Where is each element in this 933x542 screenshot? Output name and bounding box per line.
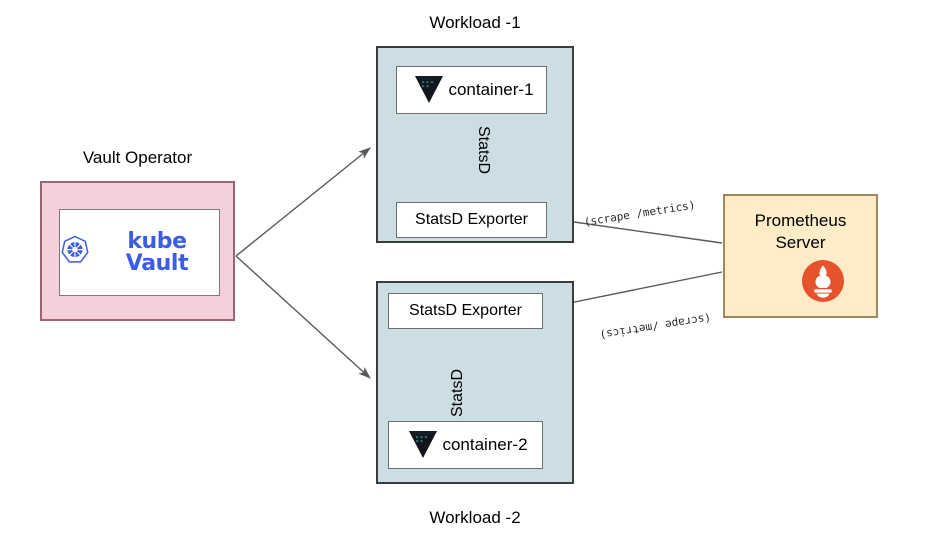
edge-prometheus-scrape-workload-2 [548, 271, 723, 310]
prometheus-server-title: Prometheus Server [725, 210, 876, 254]
workload-1-caption: Workload -1 [429, 13, 521, 32]
container-2-box[interactable]: container-2 [388, 421, 543, 469]
edge-operator-to-workload-1 [235, 147, 371, 257]
vault-operator-logo-panel: kube Vault [59, 209, 220, 296]
edge-prometheus-scrape-workload-1 [551, 216, 723, 244]
prometheus-torch-icon [801, 259, 845, 308]
statsd-flow-label-2: StatsD [449, 368, 466, 417]
scrape-metrics-label-bottom: (scrape /metrics) [598, 311, 712, 342]
vault-operator-caption: Vault Operator [82, 148, 193, 167]
container-1-box[interactable]: container-1 [396, 66, 547, 114]
vault-logo-icon [411, 70, 447, 111]
prometheus-title-line-1: Prometheus [754, 211, 847, 230]
statsd-exporter-2-box[interactable]: StatsD Exporter [388, 293, 543, 329]
edge-operator-to-workload-2 [235, 255, 371, 379]
vault-logo-icon [405, 425, 441, 466]
kubernetes-wheel-icon [60, 235, 90, 270]
scrape-metrics-label-top: (scrape /metrics) [583, 198, 697, 229]
statsd-exporter-2-label: StatsD Exporter [409, 302, 522, 319]
kubevault-wordmark: kube Vault [125, 228, 189, 276]
prometheus-title-line-2: Server [775, 233, 826, 252]
container-1-label: container-1 [448, 80, 534, 99]
statsd-exporter-1-label: StatsD Exporter [415, 211, 528, 228]
kubevault-lockup: kube Vault [60, 228, 219, 276]
statsd-exporter-1-box[interactable]: StatsD Exporter [396, 202, 547, 238]
vault-operator-box[interactable]: kube Vault [40, 181, 235, 321]
prometheus-server-box[interactable]: Prometheus Server [723, 194, 878, 318]
workload-2-caption: Workload -2 [429, 508, 521, 527]
container-2-label: container-2 [442, 435, 528, 454]
statsd-flow-label-1: StatsD [475, 126, 492, 175]
